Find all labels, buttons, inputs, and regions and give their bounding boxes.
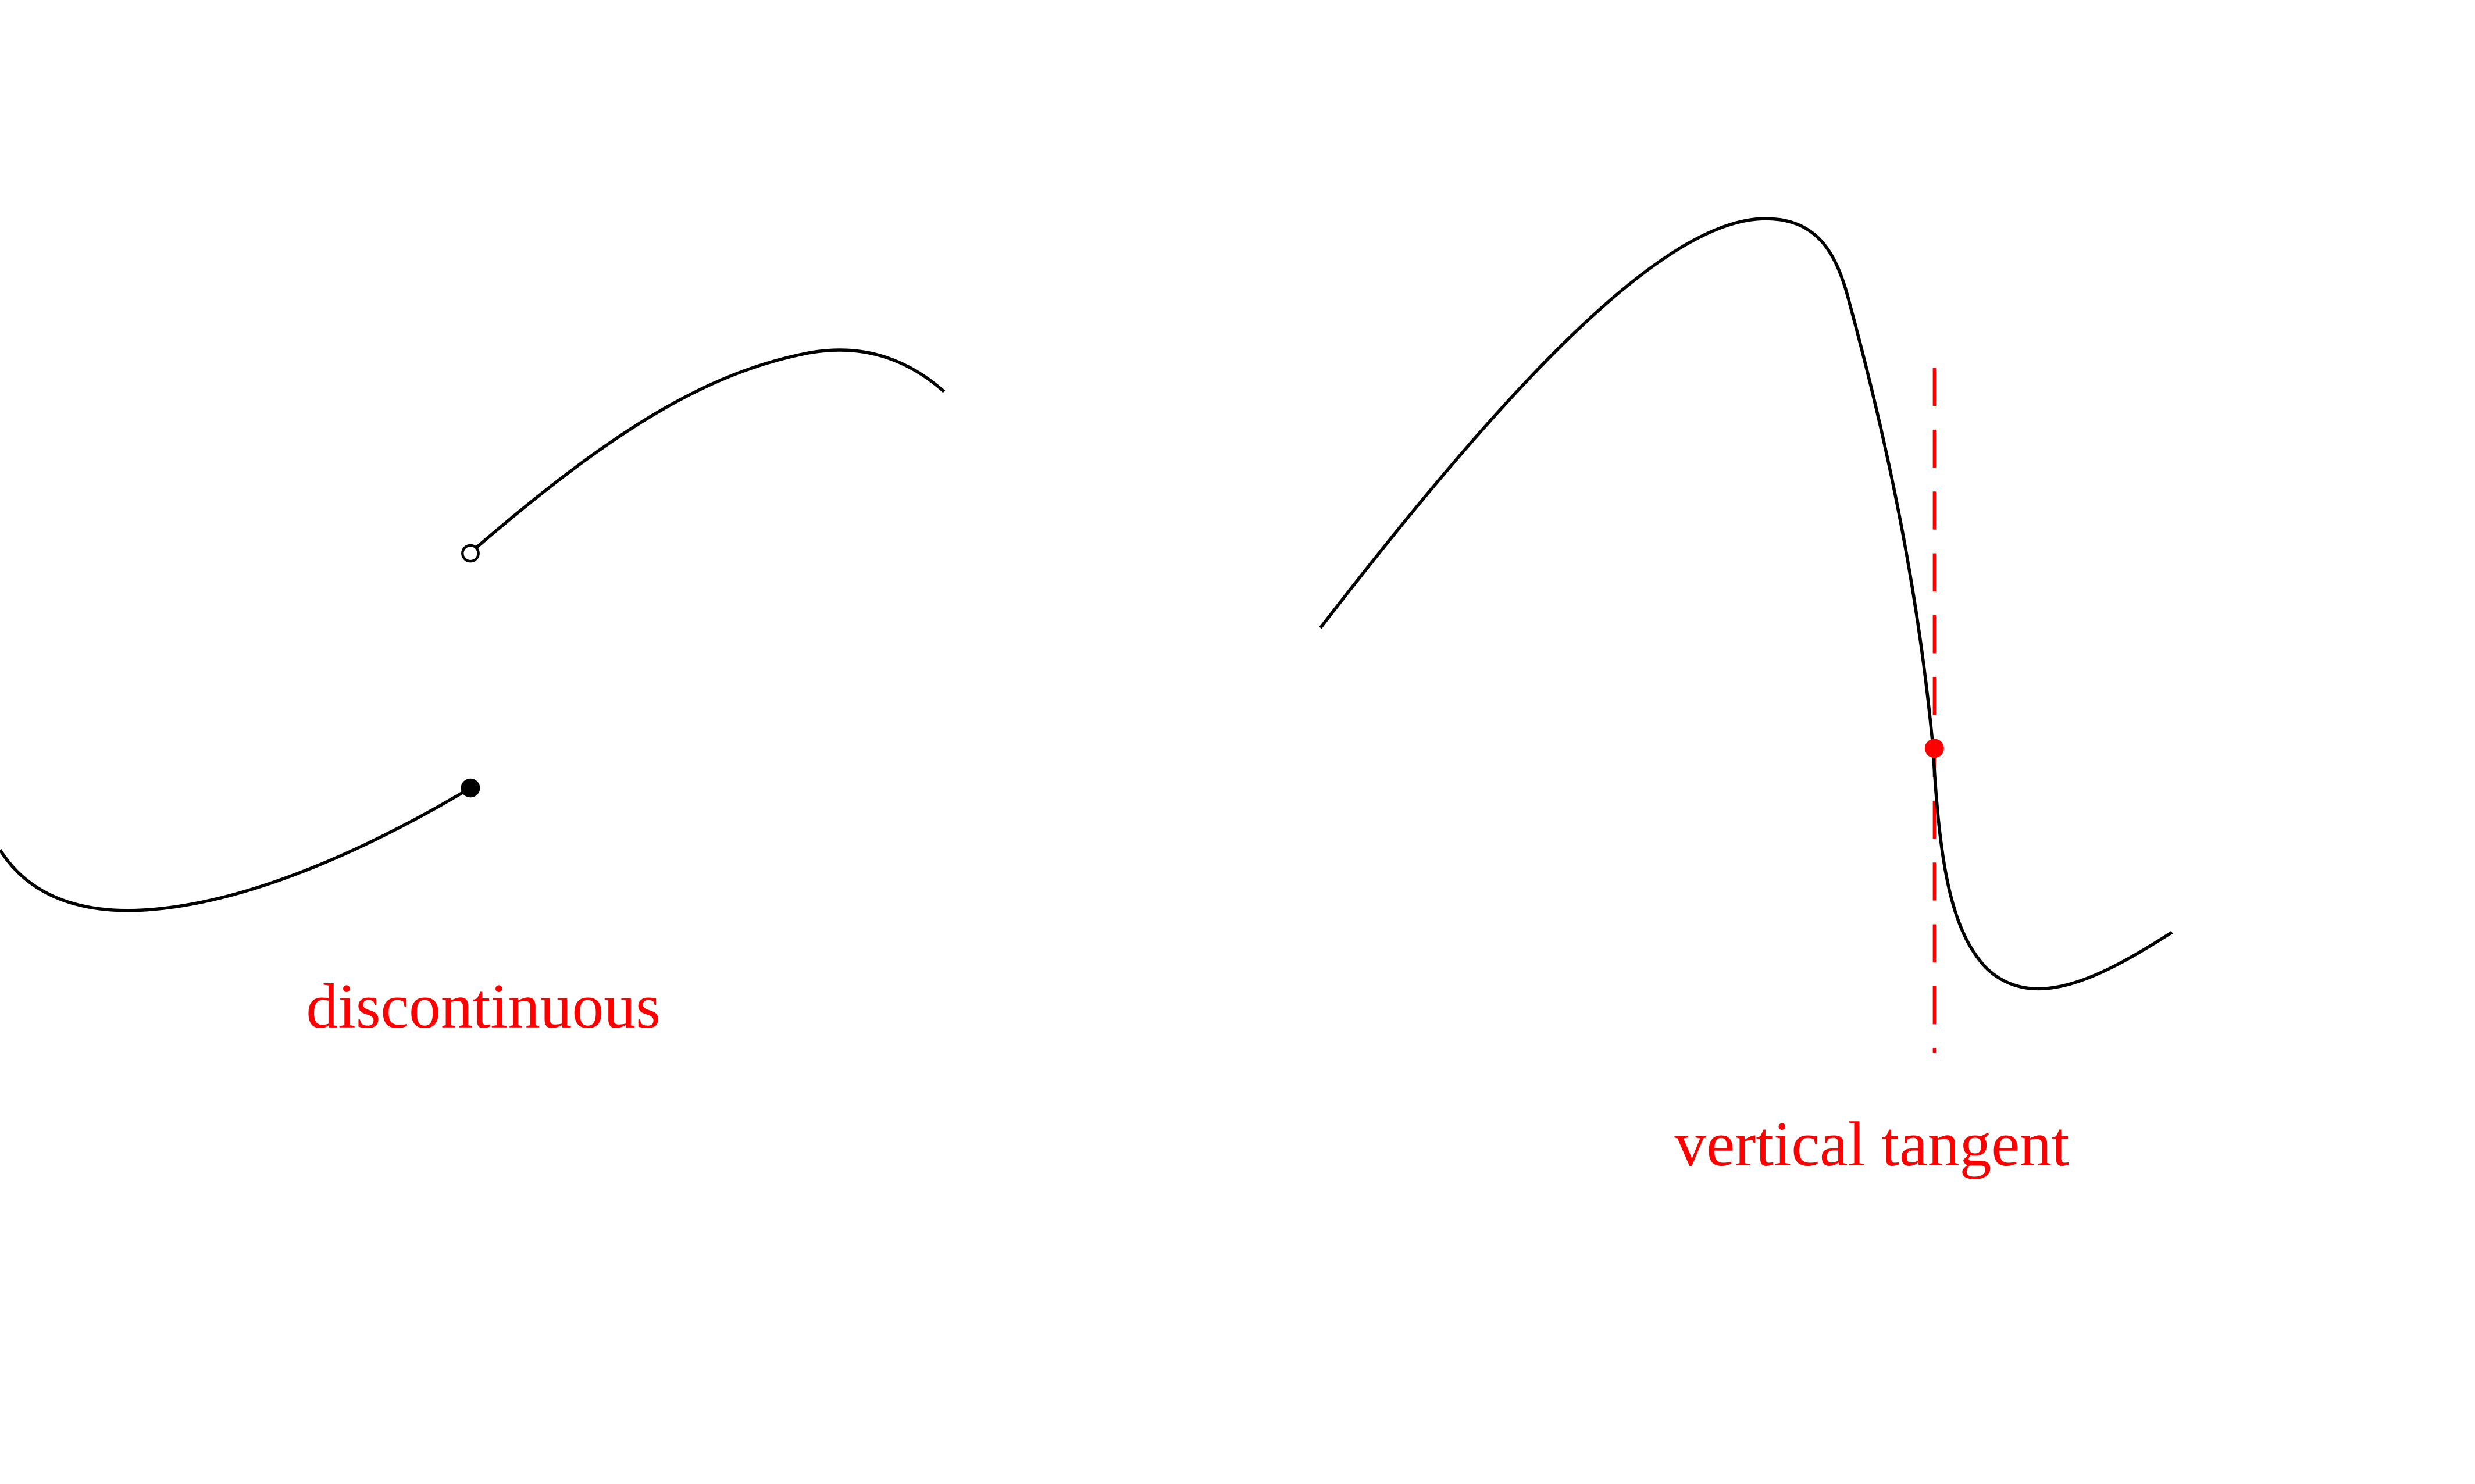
vertical-tangent-panel: vertical tangent <box>1319 217 2173 1179</box>
tangent-point-marker <box>1924 739 1944 758</box>
upper-curve-branch <box>474 348 946 550</box>
lower-curve-branch <box>0 786 472 912</box>
open-endpoint-marker <box>461 544 480 563</box>
discontinuous-panel: discontinuous <box>0 348 946 1041</box>
vertical-tangent-caption: vertical tangent <box>1674 1109 2069 1179</box>
tangent-curve <box>1319 217 2173 990</box>
closed-endpoint-marker <box>461 778 480 798</box>
discontinuous-caption: discontinuous <box>306 971 661 1041</box>
